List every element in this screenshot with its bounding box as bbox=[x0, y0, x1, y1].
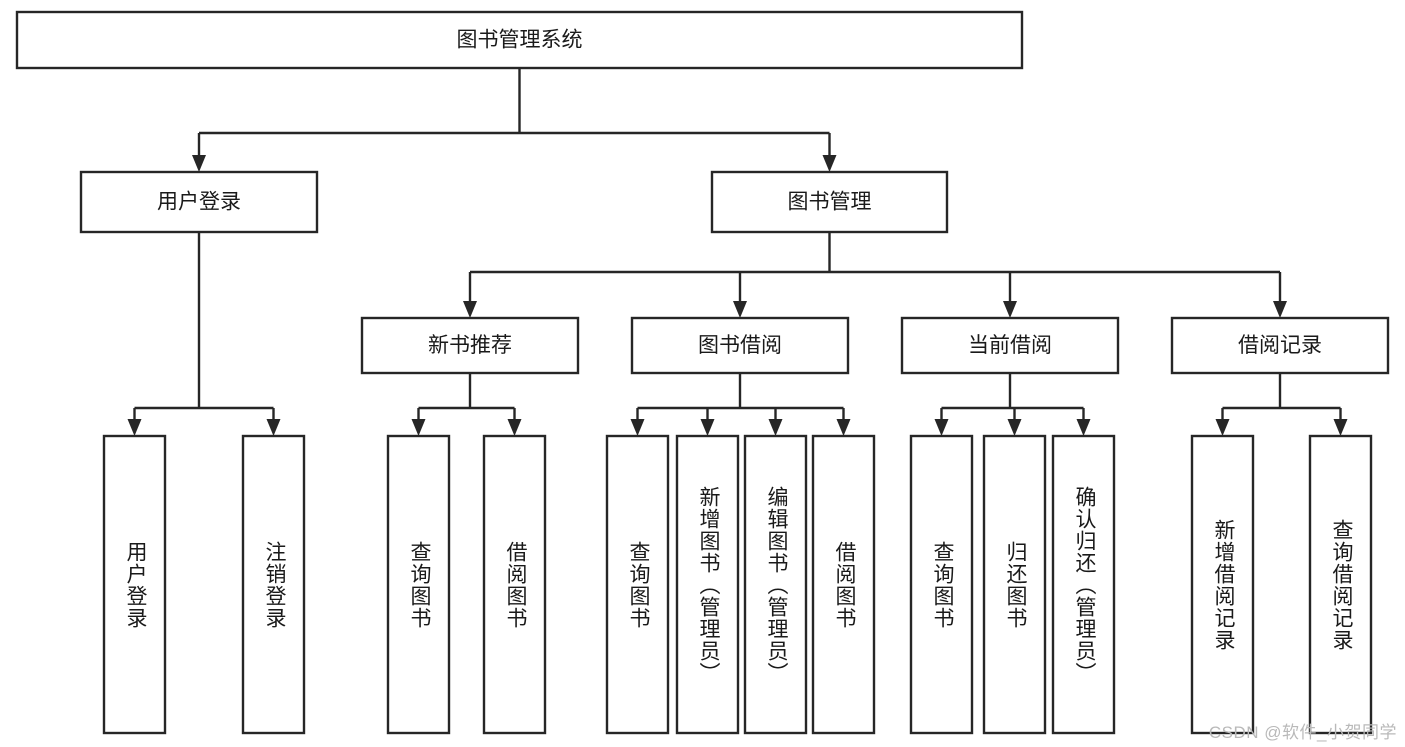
arrow-head-icon bbox=[1333, 419, 1348, 436]
arrow-head-icon bbox=[1003, 301, 1017, 318]
arrow-head-icon bbox=[768, 419, 783, 436]
arrow-head-icon bbox=[1215, 419, 1230, 436]
arrow-head-icon bbox=[630, 419, 645, 436]
node-box-current-borrow bbox=[900, 316, 1120, 375]
node-leaf-add-record[interactable] bbox=[1190, 434, 1255, 735]
node-label-user-login: 用户登录 bbox=[157, 191, 241, 214]
node-box-leaf-add-book bbox=[675, 434, 740, 735]
node-box-leaf-query-book-2 bbox=[605, 434, 670, 735]
node-leaf-return-book[interactable] bbox=[982, 434, 1047, 735]
node-leaf-user-logout[interactable] bbox=[241, 434, 306, 735]
watermark-text: CSDN @软件_小贺同学 bbox=[1208, 723, 1397, 742]
node-leaf-query-record[interactable] bbox=[1308, 434, 1373, 735]
node-box-leaf-confirm-return bbox=[1051, 434, 1116, 735]
node-box-leaf-add-record bbox=[1190, 434, 1255, 735]
arrow-head-icon bbox=[836, 419, 851, 436]
node-root[interactable]: 图书管理系统 bbox=[15, 10, 1024, 70]
node-label-current-borrow: 当前借阅 bbox=[968, 334, 1052, 357]
node-label-root: 图书管理系统 bbox=[457, 29, 583, 52]
node-leaf-borrow-book-1[interactable] bbox=[482, 434, 547, 735]
node-new-book-recommend[interactable]: 新书推荐 bbox=[360, 316, 580, 375]
arrow-head-icon bbox=[822, 155, 837, 172]
connectors-layer bbox=[127, 68, 1348, 436]
node-book-manage[interactable]: 图书管理 bbox=[710, 170, 949, 234]
node-leaf-edit-book[interactable] bbox=[743, 434, 808, 735]
node-borrow-record[interactable]: 借阅记录 bbox=[1170, 316, 1390, 375]
arrow-head-icon bbox=[1007, 419, 1022, 436]
node-box-leaf-borrow-book-1 bbox=[482, 434, 547, 735]
node-label-book-manage: 图书管理 bbox=[788, 191, 872, 214]
arrow-head-icon bbox=[127, 419, 142, 436]
node-leaf-confirm-return[interactable] bbox=[1051, 434, 1116, 735]
node-book-borrow[interactable]: 图书借阅 bbox=[630, 316, 850, 375]
node-label-new-book-recommend: 新书推荐 bbox=[428, 334, 512, 357]
node-box-leaf-user-logout bbox=[241, 434, 306, 735]
node-leaf-query-book-1[interactable] bbox=[386, 434, 451, 735]
node-box-leaf-query-book-3 bbox=[909, 434, 974, 735]
node-label-borrow-record: 借阅记录 bbox=[1238, 334, 1322, 357]
node-box-borrow-record bbox=[1170, 316, 1390, 375]
node-leaf-add-book[interactable] bbox=[675, 434, 740, 735]
arrow-head-icon bbox=[934, 419, 949, 436]
node-leaf-query-book-2[interactable] bbox=[605, 434, 670, 735]
arrow-head-icon bbox=[700, 419, 715, 436]
node-box-leaf-user-login bbox=[102, 434, 167, 735]
node-box-leaf-borrow-book-2 bbox=[811, 434, 876, 735]
node-label-book-borrow: 图书借阅 bbox=[698, 334, 782, 357]
node-current-borrow[interactable]: 当前借阅 bbox=[900, 316, 1120, 375]
node-box-leaf-query-record bbox=[1308, 434, 1373, 735]
node-box-leaf-query-book-1 bbox=[386, 434, 451, 735]
node-box-root bbox=[15, 10, 1024, 70]
arrow-head-icon bbox=[266, 419, 281, 436]
node-box-new-book-recommend bbox=[360, 316, 580, 375]
arrow-head-icon bbox=[1273, 301, 1287, 318]
arrow-head-icon bbox=[192, 155, 206, 172]
node-box-user-login bbox=[79, 170, 319, 234]
node-leaf-user-login[interactable] bbox=[102, 434, 167, 735]
arrow-head-icon bbox=[463, 301, 477, 318]
arrow-head-icon bbox=[733, 301, 747, 318]
node-box-leaf-edit-book bbox=[743, 434, 808, 735]
node-box-leaf-return-book bbox=[982, 434, 1047, 735]
node-box-book-borrow bbox=[630, 316, 850, 375]
arrow-head-icon bbox=[1076, 419, 1091, 436]
node-leaf-query-book-3[interactable] bbox=[909, 434, 974, 735]
node-leaf-borrow-book-2[interactable] bbox=[811, 434, 876, 735]
arrow-head-icon bbox=[507, 419, 522, 436]
node-box-book-manage bbox=[710, 170, 949, 234]
node-user-login[interactable]: 用户登录 bbox=[79, 170, 319, 234]
arrow-head-icon bbox=[411, 419, 426, 436]
